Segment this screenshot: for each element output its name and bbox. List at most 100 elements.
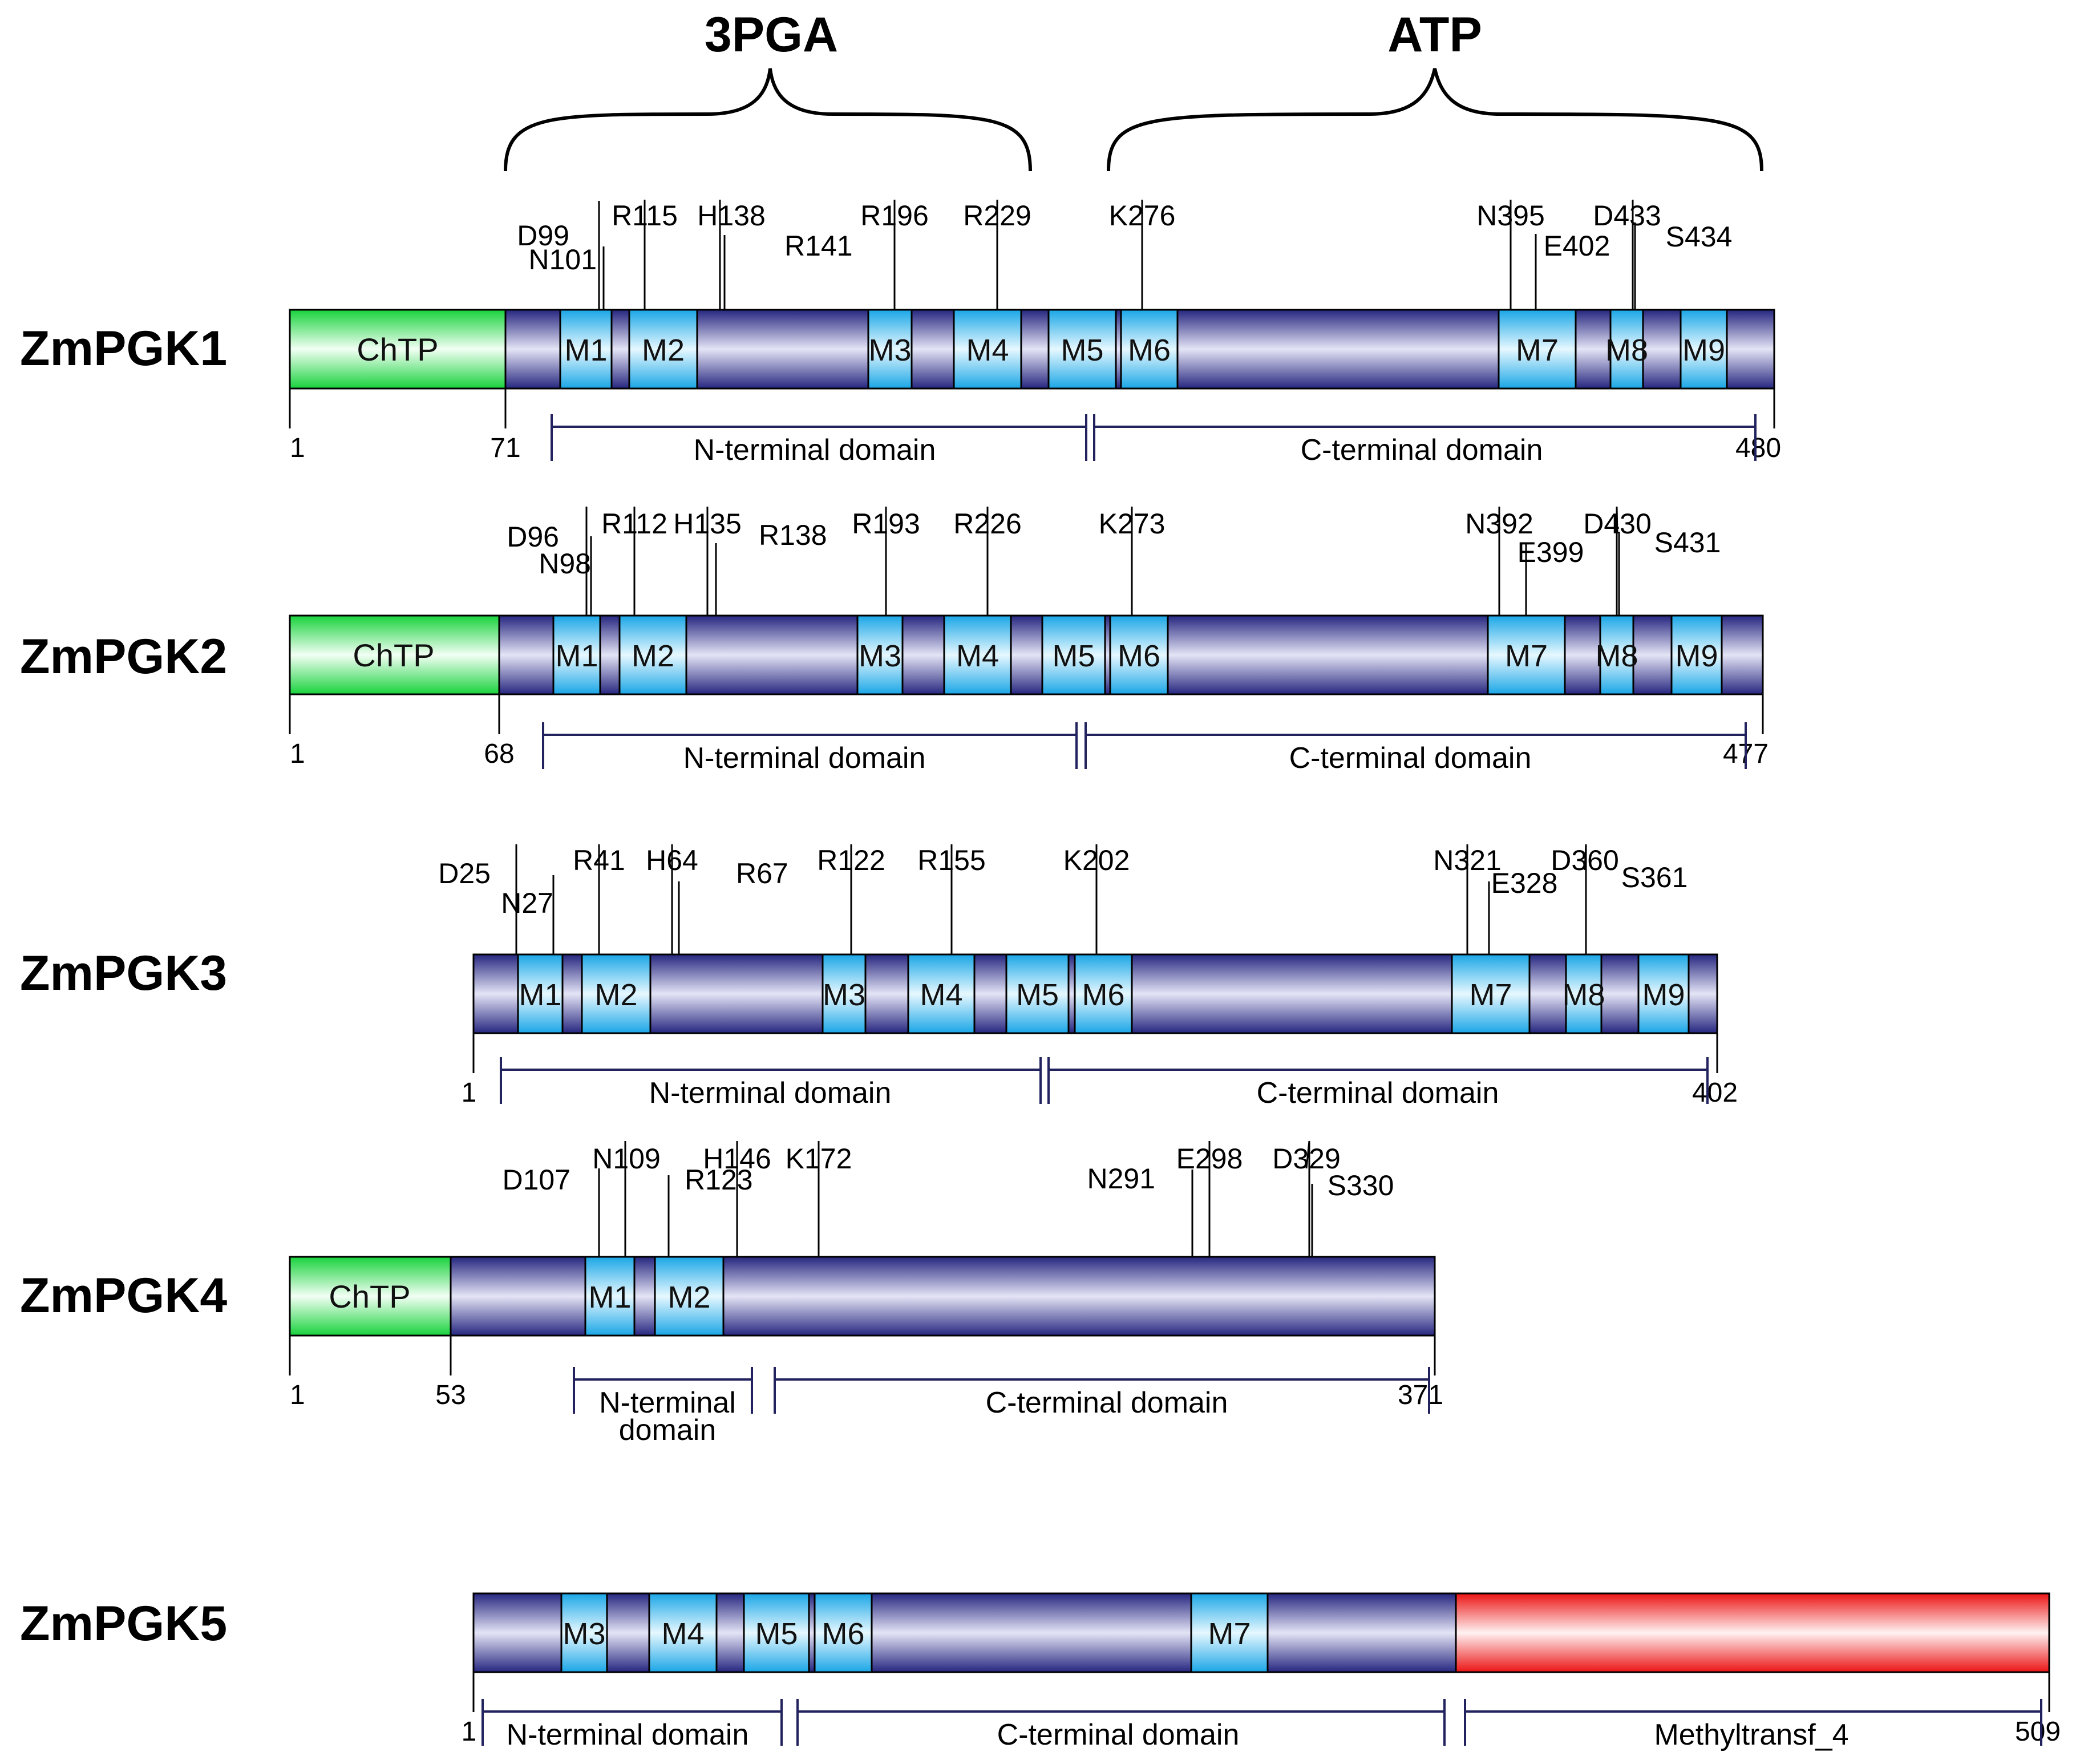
residue-label: D329 <box>1272 1143 1341 1175</box>
motif-box <box>814 1592 873 1673</box>
domain-label: C-terminal domain <box>986 1386 1228 1419</box>
residue-label: D430 <box>1583 508 1652 540</box>
binding-site-label-atp: ATP <box>1387 7 1482 62</box>
residue-label: D99 <box>517 220 569 252</box>
residue-label: R67 <box>736 857 788 889</box>
position-label: 1 <box>290 1380 305 1410</box>
motif-box <box>1109 614 1169 695</box>
residue-leader-line <box>1305 1140 1310 1257</box>
residue-label: E298 <box>1176 1143 1243 1175</box>
motif-box <box>1498 309 1577 390</box>
motif-box <box>1047 309 1117 390</box>
motif-label: M4 <box>956 639 999 673</box>
residue-label: R138 <box>759 519 827 551</box>
residue-label: H64 <box>646 844 698 876</box>
residue-label: H138 <box>697 200 766 232</box>
residue-label: N291 <box>1087 1163 1155 1195</box>
residue-label: R122 <box>817 844 885 876</box>
position-label: 402 <box>1692 1078 1738 1108</box>
position-label: 68 <box>484 739 514 769</box>
residue-label: R226 <box>953 508 1022 540</box>
residue-label: R193 <box>852 508 920 540</box>
residue-label: N392 <box>1465 508 1533 540</box>
domain-label: C-terminal domain <box>1301 434 1543 467</box>
motif-label: M5 <box>755 1617 798 1651</box>
domain-label: N-terminal domain <box>507 1718 749 1751</box>
motif-box <box>867 309 913 390</box>
protein-name: ZmPGK3 <box>20 946 227 1001</box>
residue-label: S434 <box>1666 221 1733 253</box>
motif-box <box>581 953 651 1034</box>
position-label: 1 <box>290 433 305 463</box>
residue-label: D25 <box>438 857 491 889</box>
methyl-segment <box>1455 1592 2050 1673</box>
residue-label: N27 <box>501 887 553 919</box>
motif-box <box>856 614 904 695</box>
domain-label: C-terminal domain <box>1289 742 1532 775</box>
motif-box <box>1487 614 1566 695</box>
residue-label: E328 <box>1491 867 1558 899</box>
residue-label: S431 <box>1654 527 1721 559</box>
residue-label: N321 <box>1433 844 1502 876</box>
motif-label: M5 <box>1052 639 1095 673</box>
motif-label: M3 <box>859 639 901 673</box>
chtp-label: ChTP <box>357 331 438 367</box>
motif-box <box>822 953 867 1034</box>
motif-box <box>1074 953 1133 1034</box>
motif-box <box>1451 953 1531 1034</box>
motif-box <box>1565 953 1603 1034</box>
motif-box <box>628 309 698 390</box>
residue-label: R229 <box>963 200 1031 232</box>
residue-label: N395 <box>1476 200 1545 232</box>
motif-label: M8 <box>1595 639 1638 673</box>
motif-label: M2 <box>594 978 637 1012</box>
position-label: 1 <box>462 1717 477 1747</box>
position-label: 71 <box>490 433 520 463</box>
motif-box <box>1637 953 1690 1034</box>
residue-label: D360 <box>1551 844 1619 876</box>
residue-label: R196 <box>860 200 929 232</box>
motif-label: M1 <box>588 1280 631 1314</box>
motif-box <box>584 1256 636 1337</box>
motif-label: M7 <box>1505 639 1548 673</box>
position-label: 371 <box>1398 1380 1443 1410</box>
motif-box <box>1670 614 1723 695</box>
motif-box <box>953 309 1022 390</box>
ChTP-segment <box>289 309 507 390</box>
motif-box <box>1041 614 1106 695</box>
motif-label: M3 <box>823 978 865 1012</box>
motif-label: M5 <box>1016 978 1059 1012</box>
residue-label: R123 <box>685 1164 753 1196</box>
atp-bracket <box>1107 68 1763 172</box>
position-label: 53 <box>435 1380 466 1410</box>
motif-label: M1 <box>555 639 598 673</box>
motif-label: M8 <box>1605 333 1648 367</box>
motif-label: M6 <box>1082 978 1124 1012</box>
protein-name: ZmPGK4 <box>20 1268 227 1323</box>
motif-label: M2 <box>632 639 674 673</box>
residue-label: R141 <box>784 230 853 262</box>
motif-label: M3 <box>563 1617 605 1651</box>
motif-label: M4 <box>661 1617 704 1651</box>
residue-label: N98 <box>539 548 591 580</box>
motif-box <box>552 614 601 695</box>
motif-box <box>654 1256 725 1337</box>
residue-label: D433 <box>1593 200 1661 232</box>
residue-label: E399 <box>1517 536 1584 568</box>
residue-label: R41 <box>573 844 625 876</box>
residue-label: D96 <box>507 521 559 553</box>
motif-label: M7 <box>1516 333 1559 367</box>
binding-site-brackets <box>504 68 1763 172</box>
motif-box <box>648 1592 718 1673</box>
position-label: 1 <box>462 1078 477 1108</box>
motif-label: M7 <box>1208 1617 1251 1651</box>
residue-label: R112 <box>601 508 667 540</box>
motif-box <box>1190 1592 1269 1673</box>
residue-label: K273 <box>1099 508 1166 540</box>
residue-label: K202 <box>1063 844 1130 876</box>
motif-box <box>517 953 564 1034</box>
